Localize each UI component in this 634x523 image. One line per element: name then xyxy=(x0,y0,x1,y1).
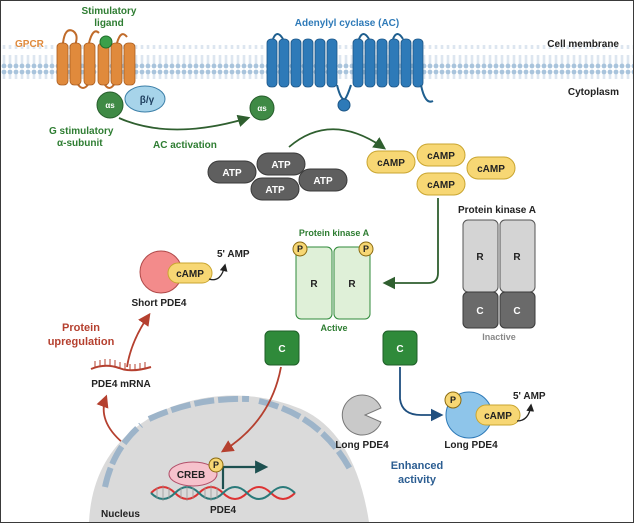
adenylyl-cyclase xyxy=(266,33,434,112)
atp-label: ATP xyxy=(222,168,242,179)
atp-group: ATP ATP ATP ATP xyxy=(207,152,348,201)
long-pde4-inactive xyxy=(341,394,382,436)
mrna-export-arrow xyxy=(96,394,124,444)
enhanced-activity-line1: Enhanced xyxy=(391,460,444,472)
dna-helix xyxy=(150,485,296,501)
protein-upregulation-line1: Protein xyxy=(62,322,100,334)
camp-pill xyxy=(416,172,466,196)
nucleus xyxy=(89,395,369,522)
stimulatory-ligand-label-line2: ligand xyxy=(94,18,123,29)
phospho-badge xyxy=(292,241,308,257)
long-pde4-phospho-badge xyxy=(444,391,462,409)
atp-label: ATP xyxy=(265,185,285,196)
gpcr-receptor xyxy=(56,29,136,89)
pde4-mrna-label: PDE4 mRNA xyxy=(91,379,150,390)
atp-label: ATP xyxy=(271,160,291,171)
camp-label: cAMP xyxy=(427,180,455,191)
nucleus-label: Nucleus xyxy=(101,509,140,520)
atp-pill xyxy=(250,177,300,201)
long-pde4-inactive-label: Long PDE4 xyxy=(335,440,389,451)
c-to-long-pde4-arrow xyxy=(399,367,444,422)
c-to-nucleus-arrow xyxy=(220,366,282,453)
upregulation-arrow xyxy=(126,312,151,368)
pka-active-r: R xyxy=(310,279,318,290)
pka-inactive: R R C C xyxy=(462,219,536,329)
g-subunit-label-line2: α-subunit xyxy=(57,138,103,149)
creb-label: CREB xyxy=(177,470,205,481)
ac-activation-label: AC activation xyxy=(153,140,217,151)
camp-pill xyxy=(366,150,416,174)
c-subunit-right xyxy=(382,330,418,366)
camp-pill xyxy=(466,156,516,180)
g-protein-complex: β/γ αs xyxy=(96,85,166,119)
long-pde4-camp-label: cAMP xyxy=(484,411,512,422)
alpha-s-label-free: αs xyxy=(257,104,267,113)
long-pde4-product-arrow xyxy=(516,403,535,422)
enhanced-activity-line2: activity xyxy=(398,474,437,486)
cell-membrane-label: Cell membrane xyxy=(547,39,619,50)
atp-pill xyxy=(207,160,257,184)
long-pde4-phospho-p: P xyxy=(450,395,456,405)
pka-active-label: Protein kinase A xyxy=(299,228,370,238)
pka-inactive-c: C xyxy=(476,306,483,317)
pka-inactive-label: Protein kinase A xyxy=(458,205,536,216)
short-pde4-5amp: 5' AMP xyxy=(217,249,250,260)
beta-gamma-label: β/γ xyxy=(140,95,155,106)
pka-inactive-r: R xyxy=(476,252,484,263)
camp-pill xyxy=(416,143,466,167)
pde4-gene-label: PDE4 xyxy=(210,505,237,516)
camp-label: cAMP xyxy=(427,151,455,162)
cytoplasm-label: Cytoplasm xyxy=(568,87,619,98)
alpha-s-label-bound: αs xyxy=(105,101,115,110)
g-subunit-label-line1: G stimulatory xyxy=(49,126,114,137)
protein-upregulation-line2: upregulation xyxy=(48,336,115,348)
atp-label: ATP xyxy=(313,176,333,187)
pde4-mrna-strand xyxy=(90,364,152,372)
atp-to-camp-arrow xyxy=(288,128,387,150)
short-pde4-camp-pill xyxy=(167,262,213,284)
stimulatory-ligand-dot xyxy=(99,35,113,49)
camp-label: cAMP xyxy=(477,164,505,175)
long-pde4-5amp: 5' AMP xyxy=(513,391,546,402)
camp-to-pka-arrow xyxy=(382,198,439,290)
c-subunit-left xyxy=(264,330,300,366)
c-subunit-left-label: C xyxy=(278,344,285,355)
short-pde4-product-arrow xyxy=(208,263,228,281)
ac-activation-arrow xyxy=(118,114,251,131)
pka-active-r: R xyxy=(348,279,356,290)
alpha-s-subunit-bound xyxy=(96,91,124,119)
alpha-s-subunit-free xyxy=(249,95,275,121)
short-pde4-camp-label: cAMP xyxy=(176,269,204,280)
camp-group: cAMP cAMP cAMP cAMP xyxy=(366,143,516,196)
short-pde4-label: Short PDE4 xyxy=(131,298,186,309)
long-pde4-active-label: Long PDE4 xyxy=(444,440,498,451)
creb-factor xyxy=(168,461,218,487)
c-subunit-right-label: C xyxy=(396,344,403,355)
pka-inactive-status: Inactive xyxy=(482,332,516,342)
camp-label: cAMP xyxy=(377,158,405,169)
atp-pill xyxy=(256,152,306,176)
phospho-badge xyxy=(358,241,374,257)
pka-active-status: Active xyxy=(320,323,347,333)
creb-phospho-badge xyxy=(208,457,224,473)
long-pde4-camp-pill xyxy=(475,404,521,426)
phospho-p: P xyxy=(297,244,303,254)
gpcr-label: GPCR xyxy=(15,39,45,50)
stimulatory-ligand-label-line1: Stimulatory xyxy=(81,6,136,17)
pka-active: R R P P xyxy=(292,241,374,320)
creb-phospho-p: P xyxy=(213,460,219,470)
phospho-p: P xyxy=(363,244,369,254)
atp-pill xyxy=(298,168,348,192)
pka-inactive-c: C xyxy=(513,306,520,317)
adenylyl-cyclase-label: Adenylyl cyclase (AC) xyxy=(295,18,400,29)
pka-inactive-r: R xyxy=(513,252,521,263)
